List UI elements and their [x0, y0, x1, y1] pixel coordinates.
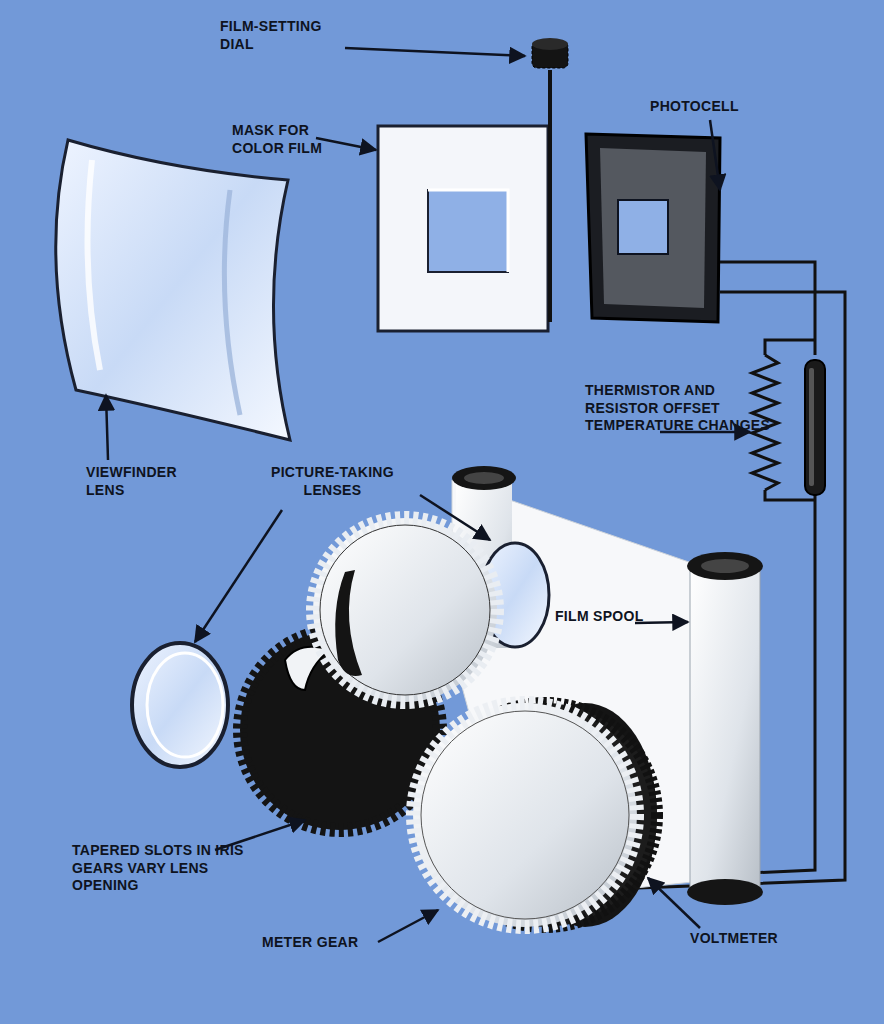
part-label: MASK FOR COLOR FILM — [232, 122, 347, 157]
part-label: VOLTMETER — [690, 930, 820, 948]
part-label: VIEWFINDER LENS — [86, 464, 211, 499]
front-lens — [132, 643, 228, 767]
meter-gear — [413, 703, 637, 927]
film-spool — [687, 552, 763, 905]
part-label: TAPERED SLOTS IN IRIS GEARS VARY LENS OP… — [72, 842, 247, 895]
part-label: FILM-SETTING DIAL — [220, 18, 350, 53]
color-film-mask — [378, 126, 548, 331]
part-label: FILM SPOOL — [555, 608, 675, 626]
part-label: PICTURE-TAKING LENSES — [250, 464, 415, 499]
viewfinder-lens — [56, 140, 290, 440]
leader-lines — [106, 48, 750, 942]
film-setting-dial — [532, 38, 568, 322]
iris-gear-white — [313, 518, 497, 702]
photocell — [586, 134, 720, 322]
part-label: THERMISTOR AND RESISTOR OFFSET TEMPERATU… — [585, 382, 785, 435]
part-label: PHOTOCELL — [650, 98, 770, 116]
part-label: METER GEAR — [262, 934, 392, 952]
